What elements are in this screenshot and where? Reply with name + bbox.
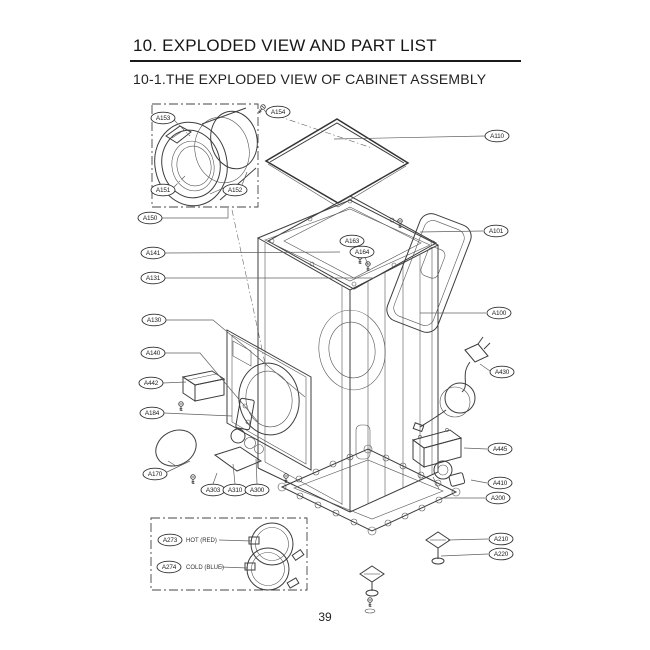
valve-part — [432, 460, 466, 490]
front-panel — [226, 329, 312, 471]
svg-text:A300: A300 — [250, 487, 265, 494]
cold-hose-coil — [244, 547, 300, 591]
leveling-foot-right — [425, 531, 451, 565]
callout-A410: A410 — [470, 476, 513, 490]
callout-A445: A445 — [463, 442, 513, 456]
callout-A141: A141 — [140, 246, 341, 260]
callout-A170: A170 — [142, 460, 191, 481]
leveling-foot-center — [359, 565, 385, 597]
callout-A131: A131 — [140, 271, 374, 285]
bottom-cover-parts — [213, 428, 264, 472]
callout-A152: A152 — [222, 171, 248, 197]
svg-text:A445: A445 — [493, 446, 508, 453]
callout-A303: A303 — [200, 472, 226, 497]
subsection-title: 10-1.THE EXPLODED VIEW OF CABINET ASSEMB… — [133, 71, 487, 87]
svg-text:A442: A442 — [144, 380, 159, 387]
callout-A151: A151 — [150, 174, 187, 197]
svg-text:A164: A164 — [355, 249, 370, 256]
svg-text:A150: A150 — [143, 215, 158, 222]
svg-text:A410: A410 — [493, 480, 508, 487]
callout-A163: A163 — [339, 234, 365, 258]
svg-text:A170: A170 — [148, 471, 163, 478]
hot-hose-label: HOT (RED) — [186, 538, 217, 544]
svg-text:A100: A100 — [492, 310, 507, 317]
svg-text:A210: A210 — [494, 536, 509, 543]
svg-text:A303: A303 — [206, 487, 221, 494]
svg-text:A140: A140 — [146, 350, 161, 357]
control-box-part — [411, 428, 463, 468]
back-panel — [386, 213, 472, 333]
svg-text:A310: A310 — [228, 487, 243, 494]
callout-A210: A210 — [447, 532, 514, 546]
callout-A220: A220 — [440, 547, 514, 561]
callout-A150: A150 — [137, 208, 229, 225]
callout-A154: A154 — [263, 105, 291, 119]
callout-A110: A110 — [333, 129, 510, 143]
svg-text:A152: A152 — [228, 187, 243, 194]
callout-A140: A140 — [140, 346, 259, 423]
page-number: 39 — [318, 610, 332, 624]
power-cord — [412, 336, 491, 433]
callout-A130: A130 — [141, 313, 306, 398]
svg-text:A273: A273 — [163, 537, 178, 544]
svg-text:A184: A184 — [145, 410, 160, 417]
hot-hose-coil — [248, 522, 305, 566]
svg-text:A151: A151 — [156, 187, 171, 194]
svg-text:A200: A200 — [491, 495, 506, 502]
callout-A164: A164 — [349, 245, 375, 266]
callout-A153: A153 — [150, 111, 191, 137]
callout-A430: A430 — [479, 363, 515, 379]
title-underline — [130, 60, 521, 62]
svg-text:A130: A130 — [147, 317, 162, 324]
svg-text:A101: A101 — [489, 228, 504, 235]
clamp-ring — [155, 429, 197, 467]
svg-text:A274: A274 — [162, 564, 177, 571]
svg-text:A131: A131 — [146, 275, 161, 282]
svg-text:A163: A163 — [345, 238, 360, 245]
callout-A273: A273 — [157, 533, 253, 547]
cabinet-body — [256, 199, 440, 513]
svg-text:A141: A141 — [146, 250, 161, 257]
callout-A101: A101 — [419, 224, 509, 238]
base-assembly — [277, 444, 461, 536]
callout-A442: A442 — [138, 376, 187, 390]
top-plate — [264, 118, 410, 208]
floor-screw — [364, 597, 376, 614]
svg-text:A110: A110 — [490, 133, 504, 140]
door-assembly-inset — [151, 103, 373, 369]
section-title: 10. EXPLODED VIEW AND PART LIST — [133, 36, 437, 55]
svg-text:A154: A154 — [271, 109, 286, 116]
svg-text:A153: A153 — [156, 115, 171, 122]
cold-hose-label: COLD (BLUE) — [186, 565, 224, 571]
callout-A200: A200 — [441, 491, 511, 505]
bracket-part — [181, 370, 226, 402]
inlet-hose-inset: HOT (RED) COLD (BLUE) — [150, 517, 308, 591]
svg-text:A220: A220 — [494, 551, 509, 558]
svg-text:A430: A430 — [495, 369, 510, 376]
callout-A300: A300 — [244, 458, 270, 497]
callout-A184: A184 — [139, 406, 233, 420]
callout-A274: A274 — [156, 560, 249, 574]
callout-A100: A100 — [420, 306, 512, 320]
